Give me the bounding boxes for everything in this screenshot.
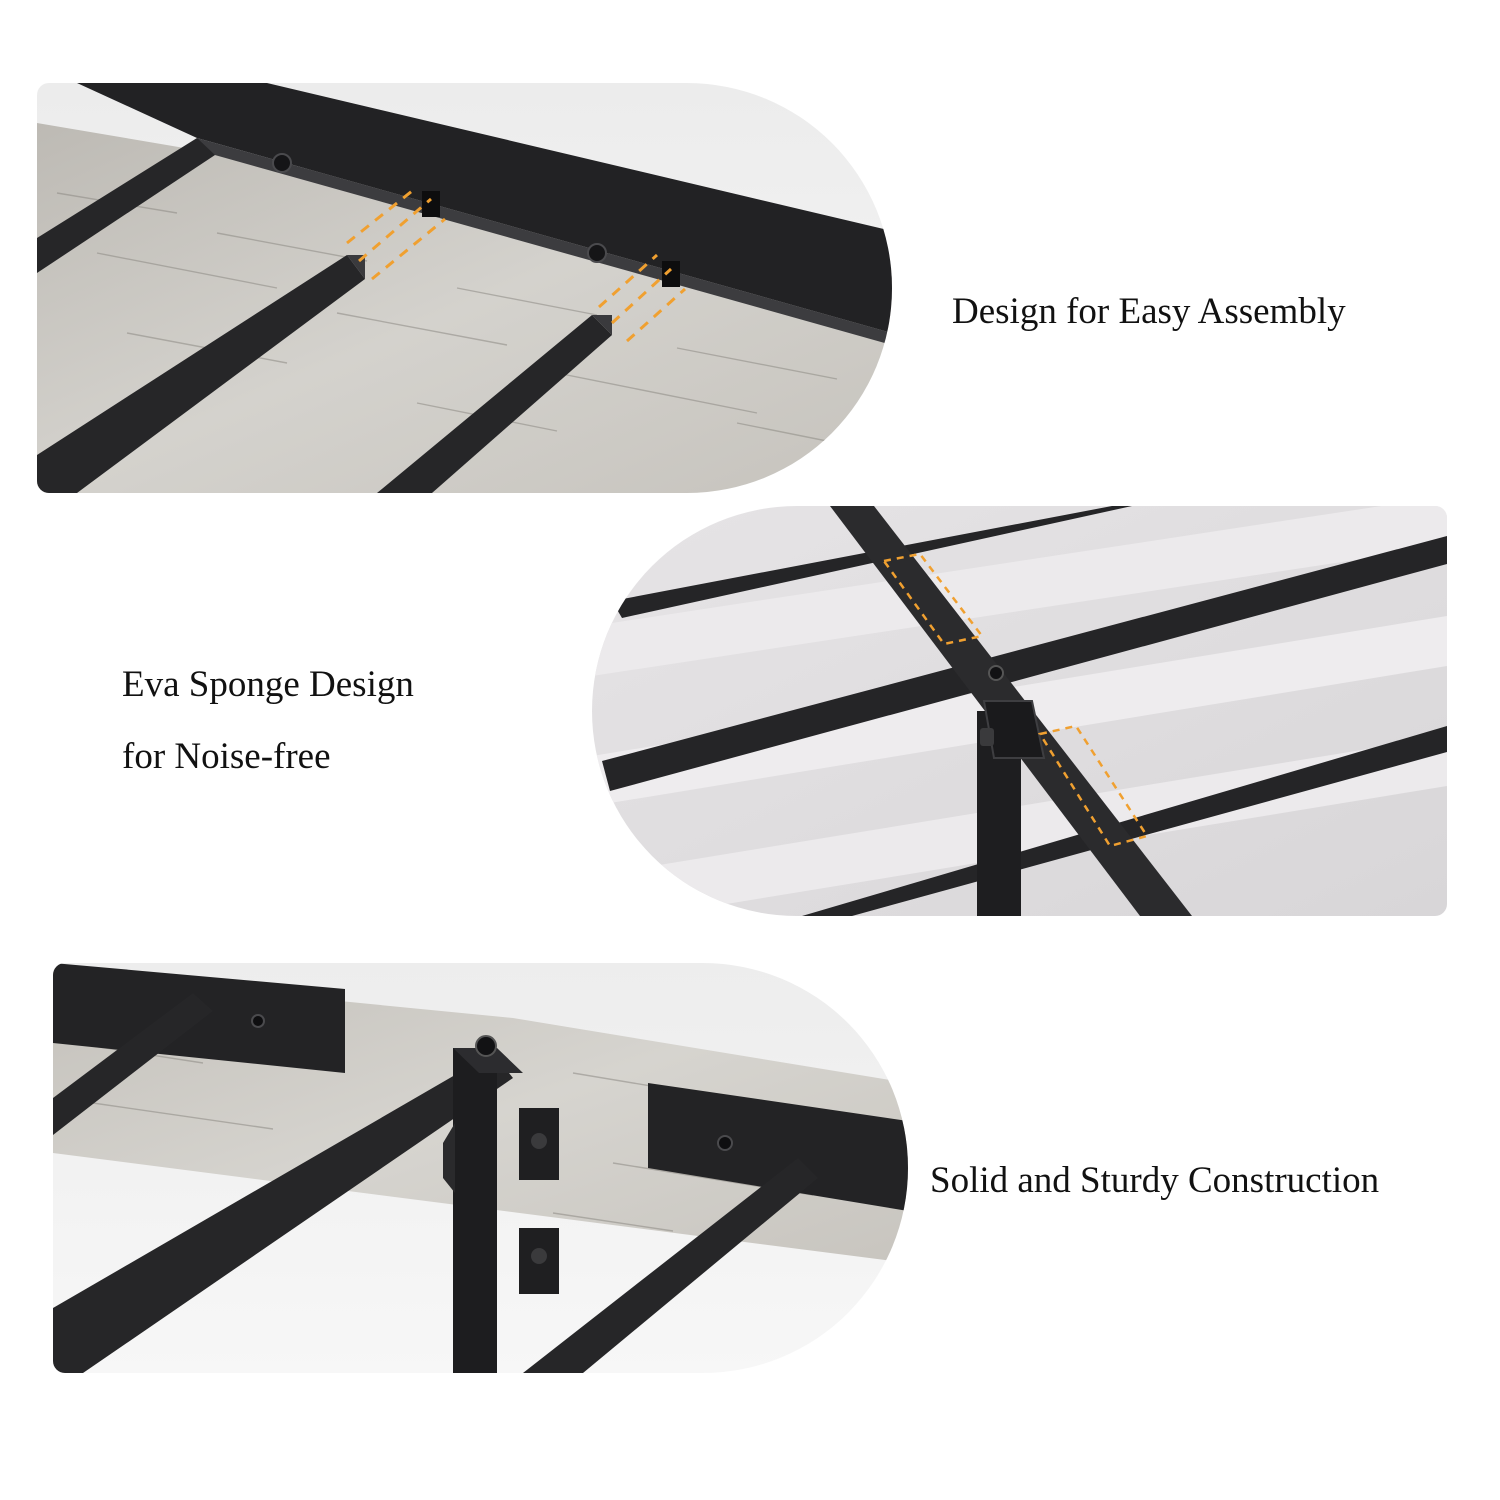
eva-sponge-caption-line2: for Noise-free (122, 736, 331, 777)
sturdy-construction-caption: Solid and Sturdy Construction (930, 1160, 1380, 1201)
sturdy-construction-photo (53, 963, 908, 1373)
eva-sponge-caption-line1: Eva Sponge Design (122, 664, 414, 705)
easy-assembly-photo (37, 83, 892, 493)
eva-sponge-photo (592, 506, 1447, 916)
easy-assembly-caption: Design for Easy Assembly (952, 291, 1346, 332)
